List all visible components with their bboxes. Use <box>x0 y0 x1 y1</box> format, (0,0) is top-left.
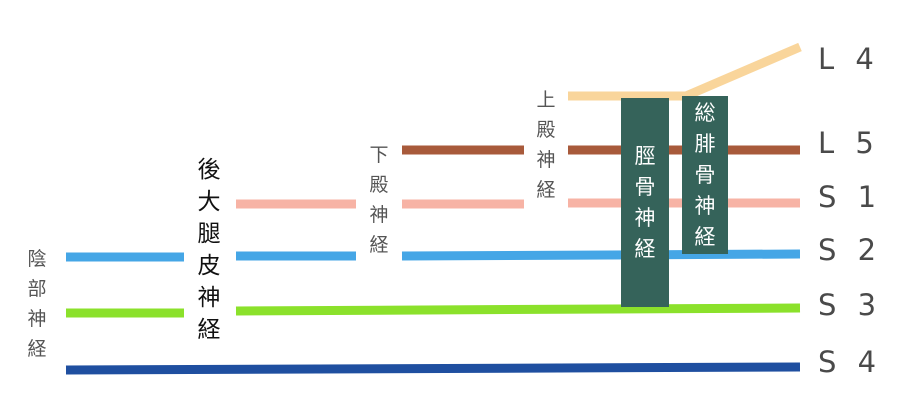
tibial-nerve-char: 骨 <box>634 174 656 199</box>
tibial-nerve-char: 脛 <box>634 143 656 168</box>
common-peroneal-nerve-char: 総 <box>694 100 716 125</box>
common-peroneal-nerve-char: 腓 <box>694 131 716 156</box>
root-label-s2: S 2 <box>818 233 882 267</box>
root-line-s3 <box>235 303 801 316</box>
root-line-l4 <box>568 42 802 101</box>
superior-gluteal-nerve-char: 上 <box>536 89 556 111</box>
common-peroneal-nerve-char: 神 <box>694 193 716 218</box>
pudendal-nerve-char: 経 <box>27 338 47 360</box>
pudendal-nerve-label: 陰 部 神 経 <box>22 244 52 364</box>
inferior-gluteal-nerve-label: 下 殿 神 経 <box>364 140 394 260</box>
posterior-femoral-cutaneous-nerve-char: 経 <box>197 317 221 343</box>
tibial-nerve-box: 脛 骨 神 経 <box>621 98 669 307</box>
root-label-s4: S 4 <box>818 345 882 379</box>
root-label-l5: L 5 <box>818 126 880 160</box>
root-label-s1: S 1 <box>818 180 882 214</box>
posterior-femoral-cutaneous-nerve-label: 後 大 腿 皮 神 経 <box>193 154 225 346</box>
inferior-gluteal-nerve-char: 殿 <box>369 174 389 196</box>
tibial-nerve-char: 経 <box>634 236 656 261</box>
inferior-gluteal-nerve-char: 下 <box>369 144 389 166</box>
tibial-nerve-char: 神 <box>634 205 656 230</box>
superior-gluteal-nerve-label: 上 殿 神 経 <box>531 85 561 205</box>
posterior-femoral-cutaneous-nerve-char: 大 <box>197 189 221 215</box>
posterior-femoral-cutaneous-nerve-char: 後 <box>197 157 221 183</box>
posterior-femoral-cutaneous-nerve-char: 神 <box>197 285 221 311</box>
pudendal-nerve-char: 神 <box>27 308 47 330</box>
pudendal-nerve-char: 陰 <box>27 248 47 270</box>
inferior-gluteal-nerve-char: 神 <box>369 204 389 226</box>
superior-gluteal-nerve-char: 経 <box>536 179 556 201</box>
posterior-femoral-cutaneous-nerve-char: 皮 <box>197 253 221 279</box>
posterior-femoral-cutaneous-nerve-char: 腿 <box>197 221 221 247</box>
root-line-s4 <box>65 362 801 375</box>
inferior-gluteal-nerve-char: 経 <box>369 234 389 256</box>
common-peroneal-nerve-char: 骨 <box>694 162 716 187</box>
root-label-l4: L 4 <box>818 42 880 76</box>
superior-gluteal-nerve-char: 殿 <box>536 119 556 141</box>
superior-gluteal-nerve-char: 神 <box>536 149 556 171</box>
common-peroneal-nerve-char: 経 <box>694 224 716 249</box>
pudendal-nerve-char: 部 <box>27 278 47 300</box>
common-peroneal-nerve-box: 総 腓 骨 神 経 <box>682 96 728 254</box>
root-line-s2 <box>401 249 801 261</box>
root-label-s3: S 3 <box>818 288 882 322</box>
